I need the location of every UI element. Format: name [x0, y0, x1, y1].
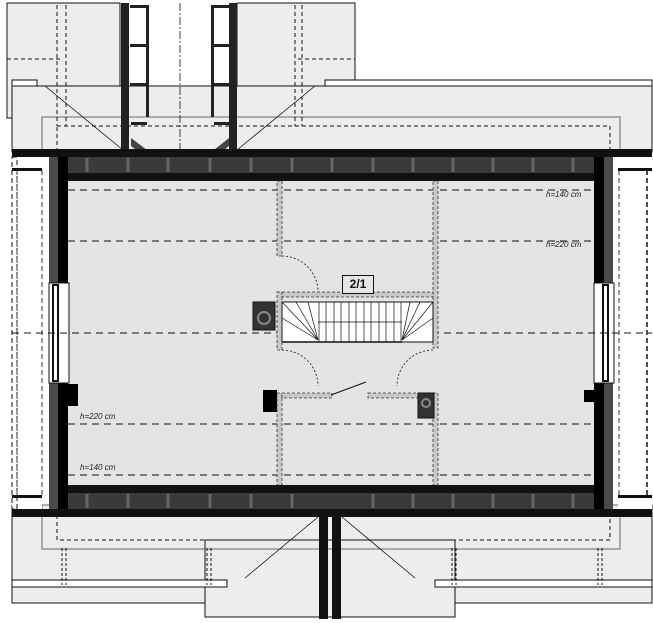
room-label: 2/1: [342, 275, 374, 294]
height-label-140-top: h=140 cm: [546, 190, 582, 199]
dormer-walls-top: [121, 3, 237, 153]
dormer-walls-bottom: [319, 509, 341, 619]
height-label-140-bottom: h=140 cm: [80, 463, 116, 472]
top-wall: [12, 149, 652, 181]
height-label-220-bottom: h=220 cm: [80, 412, 116, 421]
chimney-icon: [252, 301, 435, 419]
height-label-220-top: h=220 cm: [546, 240, 582, 249]
stairs: [281, 301, 434, 343]
